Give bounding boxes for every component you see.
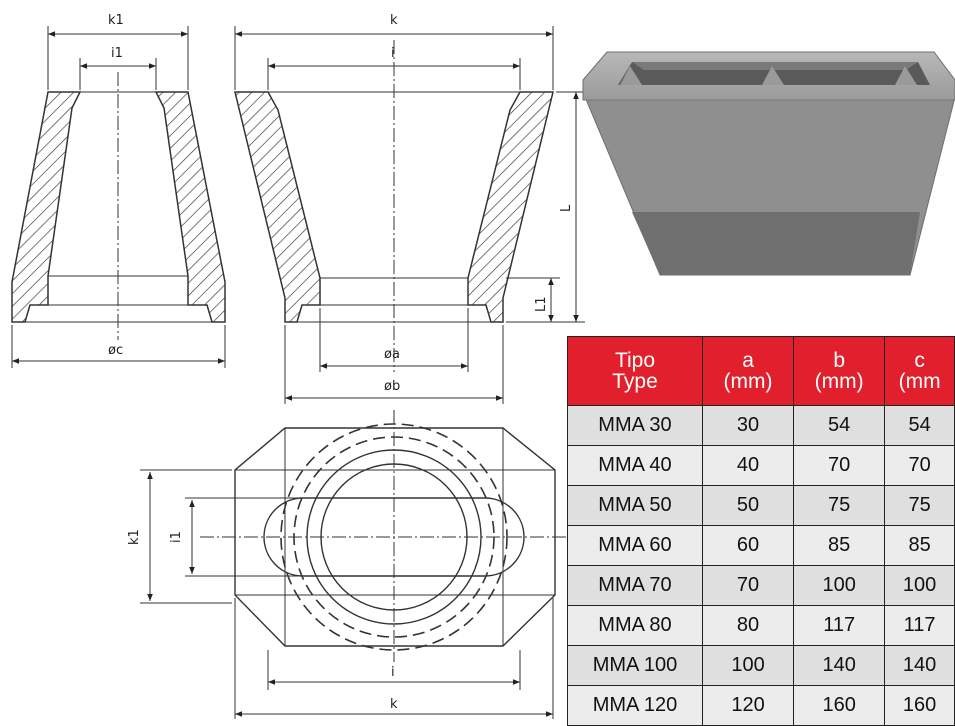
left-wall-small: [11, 91, 82, 323]
label-L: L: [559, 204, 574, 212]
cell-a: 70: [701, 565, 795, 606]
cell-c: 140: [884, 645, 955, 686]
block-lower-band: [632, 212, 920, 275]
cell-c: 160: [884, 685, 955, 726]
label-oa: øa: [384, 347, 400, 362]
cell-c: 100: [884, 565, 955, 606]
cell-a: 40: [701, 445, 795, 486]
label-ob: øb: [384, 379, 400, 394]
label-i1-top: i1: [111, 46, 123, 61]
label-k-bottom: k: [390, 697, 398, 712]
cell-b: 75: [793, 485, 886, 526]
label-i-top: i: [391, 46, 395, 61]
label-i-bottom: i: [391, 665, 395, 680]
cell-b: 160: [793, 685, 886, 726]
cell-type: MMA 50: [567, 485, 703, 526]
cell-a: 120: [701, 685, 795, 726]
cell-a: 30: [701, 405, 795, 446]
top-view: k1 i1 i k: [127, 410, 580, 719]
label-i1-side: i1: [169, 531, 184, 543]
header-c: c(mm: [884, 336, 955, 406]
cell-c: 75: [884, 485, 955, 526]
left-wall-large: [234, 91, 321, 323]
cell-a: 100: [701, 645, 795, 686]
cell-b: 54: [793, 405, 886, 446]
label-k-top: k: [390, 13, 398, 28]
section-view-large: k i øa øb L L1: [234, 13, 585, 404]
cell-type: MMA 30: [567, 405, 703, 446]
right-wall-large: [467, 91, 554, 323]
right-wall-small: [154, 91, 226, 323]
cell-b: 117: [793, 605, 886, 646]
cell-b: 140: [793, 645, 886, 686]
header-b: b(mm): [793, 336, 886, 406]
cell-c: 85: [884, 525, 955, 566]
section-view-small: k1 i1 øc: [11, 13, 226, 368]
cell-b: 100: [793, 565, 886, 606]
cell-a: 80: [701, 605, 795, 646]
cell-type: MMA 100: [567, 645, 703, 686]
cell-c: 70: [884, 445, 955, 486]
label-k1-top: k1: [108, 13, 124, 28]
cell-c: 54: [884, 405, 955, 446]
label-k1-side: k1: [127, 529, 142, 545]
cell-b: 85: [793, 525, 886, 566]
cell-type: MMA 120: [567, 685, 703, 726]
cell-b: 70: [793, 445, 886, 486]
nozzle-3d-render: [582, 51, 955, 276]
slot-outline: [263, 497, 525, 577]
cell-a: 60: [701, 525, 795, 566]
cell-type: MMA 70: [567, 565, 703, 606]
header-a: a(mm): [701, 336, 795, 406]
label-L1: L1: [534, 296, 549, 312]
cell-type: MMA 60: [567, 525, 703, 566]
cell-c: 117: [884, 605, 955, 646]
cell-type: MMA 40: [567, 445, 703, 486]
cell-a: 50: [701, 485, 795, 526]
cell-type: MMA 80: [567, 605, 703, 646]
label-oc: øc: [108, 343, 123, 358]
